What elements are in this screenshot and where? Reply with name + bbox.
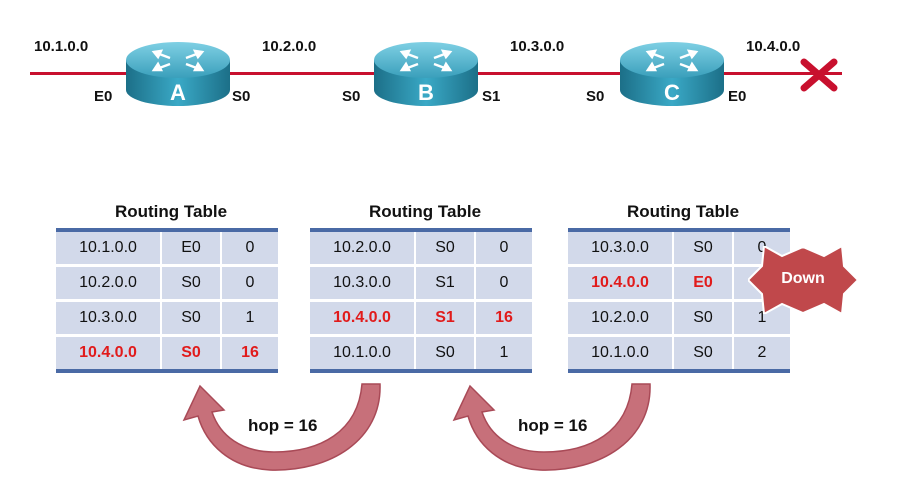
link-segment-3 [478, 72, 626, 75]
down-label: Down [781, 270, 825, 287]
hop-label-1: hop = 16 [248, 416, 318, 435]
interface-cell: S0 [160, 265, 222, 302]
routing-table-c-title: Routing Table [626, 202, 740, 221]
hop-cell: 16 [220, 335, 278, 371]
hop-cell: 2 [732, 335, 790, 371]
hop-cell: 1 [474, 335, 532, 371]
link-segment-4 [724, 72, 842, 75]
interface-cell: S0 [672, 230, 734, 267]
router-c-label: C [664, 80, 680, 105]
network-cell: 10.4.0.0 [56, 335, 162, 371]
router-b-icon[interactable] [372, 34, 480, 110]
hop-cell: 0 [474, 265, 532, 302]
network-label-2: 10.2.0.0 [262, 38, 317, 55]
router-a-icon[interactable] [124, 34, 232, 110]
advertisement-arrow-b-to-a [182, 383, 381, 471]
router-a-left-interface: E0 [94, 88, 113, 105]
router-a-right-interface: S0 [232, 88, 251, 105]
network-cell: 10.3.0.0 [568, 230, 674, 267]
hop-cell: 0 [474, 230, 532, 267]
routing-table-a-title: Routing Table [114, 202, 228, 221]
interface-cell: S0 [672, 300, 734, 337]
network-cell: 10.2.0.0 [310, 230, 416, 267]
network-label-4: 10.4.0.0 [746, 38, 801, 55]
hop-cell: 16 [474, 300, 532, 337]
network-cell: 10.1.0.0 [568, 335, 674, 371]
link-segment-2 [228, 72, 378, 75]
interface-cell: S0 [672, 335, 734, 371]
router-c-left-interface: S0 [586, 88, 605, 105]
interface-cell: S1 [414, 265, 476, 302]
router-b-left-interface: S0 [342, 88, 361, 105]
hop-cell: 0 [220, 230, 278, 267]
interface-cell: S1 [414, 300, 476, 337]
interface-cell: E0 [160, 230, 222, 267]
red-x-icon [800, 58, 838, 92]
advertisement-arrow-c-to-b [452, 383, 651, 471]
network-cell: 10.1.0.0 [56, 230, 162, 267]
network-cell: 10.3.0.0 [56, 300, 162, 337]
router-c-icon[interactable] [618, 34, 726, 110]
router-c-right-interface: E0 [728, 88, 747, 105]
down-badge-icon [748, 246, 858, 314]
network-cell: 10.4.0.0 [310, 300, 416, 337]
network-label-3: 10.3.0.0 [510, 38, 565, 55]
hop-cell: 1 [220, 300, 278, 337]
hop-cell: 0 [220, 265, 278, 302]
network-label-1: 10.1.0.0 [34, 38, 89, 55]
network-cell: 10.3.0.0 [310, 265, 416, 302]
interface-cell: S0 [414, 230, 476, 267]
routing-table-b-title: Routing Table [368, 202, 482, 221]
network-cell: 10.1.0.0 [310, 335, 416, 371]
link-segment-1 [30, 72, 128, 75]
network-cell: 10.4.0.0 [568, 265, 674, 302]
interface-cell: S0 [414, 335, 476, 371]
interface-cell: S0 [160, 300, 222, 337]
interface-cell: E0 [672, 265, 734, 302]
hop-label-2: hop = 16 [518, 416, 588, 435]
network-cell: 10.2.0.0 [568, 300, 674, 337]
network-cell: 10.2.0.0 [56, 265, 162, 302]
router-b-label: B [418, 80, 434, 105]
router-a-label: A [170, 80, 186, 105]
hop-cell: 1 [732, 300, 790, 337]
interface-cell: S0 [160, 335, 222, 371]
router-b-right-interface: S1 [482, 88, 501, 105]
